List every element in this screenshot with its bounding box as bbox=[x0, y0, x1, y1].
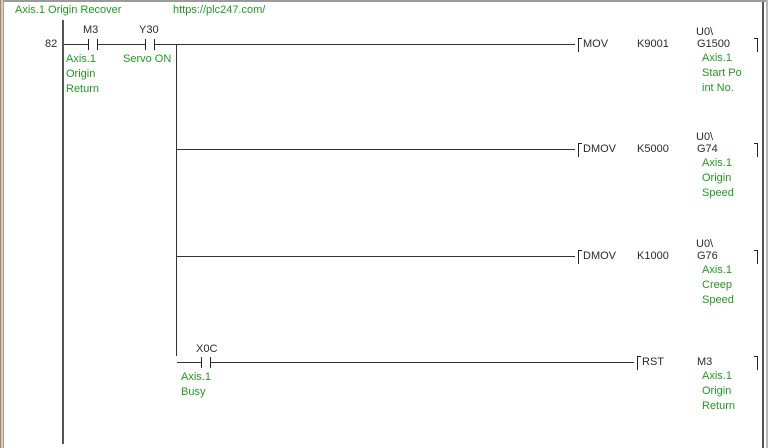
instruction-3-comment: Axis.1 Creep Speed bbox=[702, 264, 734, 306]
instruction-3-dst[interactable]: G76 bbox=[697, 250, 718, 262]
rung-wire bbox=[211, 362, 634, 363]
instruction-4-op[interactable]: RST bbox=[642, 356, 664, 368]
instruction-1-dst[interactable]: G1500 bbox=[697, 38, 731, 50]
right-power-bus bbox=[762, 2, 764, 448]
contact-y30-device: Y30 bbox=[139, 24, 159, 36]
instruction-2-dst[interactable]: G74 bbox=[697, 143, 718, 155]
rung-wire bbox=[177, 256, 575, 257]
instruction-bracket-left bbox=[578, 250, 582, 264]
instruction-bracket-left bbox=[637, 356, 641, 370]
instruction-2-comment: Axis.1 Origin Speed bbox=[702, 157, 734, 199]
instruction-3-op[interactable]: DMOV bbox=[583, 250, 616, 262]
contact-x0c-device: X0C bbox=[196, 343, 218, 355]
instruction-bracket-right bbox=[754, 143, 758, 157]
instruction-bracket-left bbox=[578, 38, 582, 52]
rung-wire bbox=[98, 44, 145, 45]
instruction-1-dst-prefix: U0\ bbox=[696, 26, 714, 38]
instruction-1-op[interactable]: MOV bbox=[583, 38, 609, 50]
window-border-top bbox=[0, 0, 768, 2]
instruction-1-comment: Axis.1 Start Po int No. bbox=[702, 52, 742, 94]
instruction-4-comment: Axis.1 Origin Return bbox=[702, 370, 736, 412]
instruction-bracket-right bbox=[754, 38, 758, 52]
window-border-left bbox=[0, 0, 1, 448]
branch-wire bbox=[176, 44, 177, 356]
url-note[interactable]: https://plc247.com/ bbox=[173, 4, 266, 16]
window-border-left-highlight bbox=[1, 0, 3, 448]
window-border-right bbox=[766, 0, 768, 448]
contact-y30-comment: Servo ON bbox=[123, 53, 172, 65]
contact-m3-comment: Axis.1 Origin Return bbox=[66, 53, 100, 95]
instruction-bracket-right bbox=[754, 356, 758, 370]
step-number: 82 bbox=[45, 38, 58, 50]
instruction-3-dst-prefix: U0\ bbox=[696, 238, 714, 250]
contact-y30[interactable] bbox=[145, 39, 155, 50]
contact-x0c-comment: Axis.1 Busy bbox=[181, 371, 211, 398]
window-border-left-inner bbox=[3, 0, 4, 448]
rung-statement-comment: Axis.1 Origin Recover bbox=[15, 4, 122, 16]
rung-wire bbox=[64, 44, 88, 45]
contact-m3[interactable] bbox=[88, 39, 98, 50]
instruction-1-src[interactable]: K9001 bbox=[637, 38, 669, 50]
rung-wire bbox=[177, 149, 575, 150]
instruction-3-src[interactable]: K1000 bbox=[637, 250, 669, 262]
instruction-bracket-right bbox=[754, 250, 758, 264]
contact-x0c[interactable] bbox=[201, 357, 211, 368]
left-power-bus bbox=[62, 20, 64, 444]
rung-wire bbox=[177, 362, 201, 363]
contact-m3-device: M3 bbox=[83, 24, 99, 36]
instruction-2-op[interactable]: DMOV bbox=[583, 143, 616, 155]
instruction-4-dst[interactable]: M3 bbox=[697, 356, 713, 368]
instruction-bracket-left bbox=[578, 143, 582, 157]
instruction-2-dst-prefix: U0\ bbox=[696, 131, 714, 143]
instruction-2-src[interactable]: K5000 bbox=[637, 143, 669, 155]
rung-wire bbox=[155, 44, 575, 45]
